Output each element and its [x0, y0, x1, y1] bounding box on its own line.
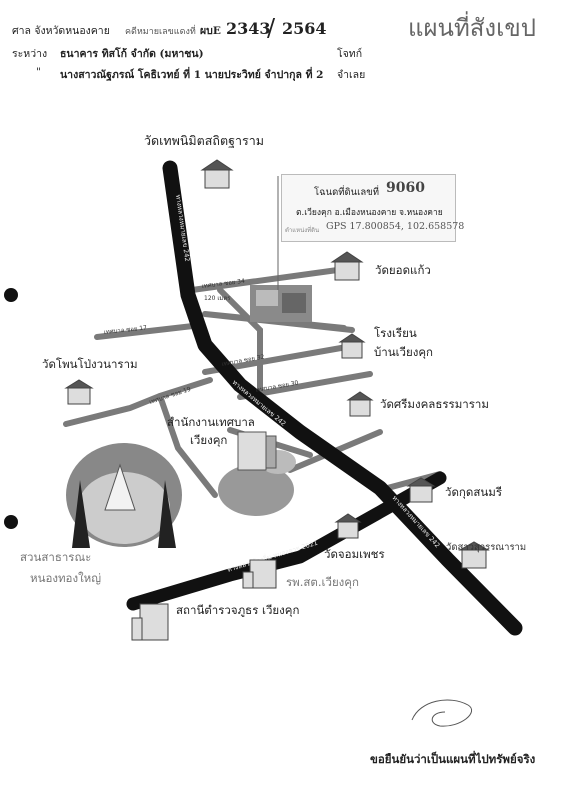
label-police: สถานีตำรวจภูธร เวียงคุก	[176, 603, 300, 617]
label-hospital: รพ.สต.เวียงคุก	[286, 575, 359, 589]
temple-icon	[406, 477, 436, 503]
soi-19-road	[63, 377, 213, 427]
page-title: แผนที่สังเขป	[408, 14, 536, 42]
label-school-1: โรงเรียน	[374, 326, 417, 340]
ditto-mark: "	[36, 66, 41, 78]
temple-icon	[346, 391, 374, 417]
gps-coordinates: GPS 17.800854, 102.658578	[326, 221, 465, 232]
temple-icon	[64, 379, 94, 405]
label-wat-thep: วัดเทพนิมิตสถิตฐาราม	[144, 133, 264, 148]
label-wat-sri: วัดศรีมงคลธรรมาราม	[380, 397, 489, 411]
gps-label: ตำแหน่งที่ดิน	[285, 227, 320, 234]
certification-text: ขอยืนยันว่าเป็นแผนที่ไปทรัพย์จริง	[370, 752, 536, 766]
highway-242	[162, 160, 523, 636]
binder-hole-top	[4, 288, 18, 302]
school-icon	[338, 333, 366, 359]
office-road	[157, 393, 218, 498]
defendant-names: นางสาวณัฐภรณ์ โคธิเวทย์ ที่ 1 นายประวิทย…	[60, 69, 324, 81]
label-office-2: เวียงคุก	[190, 433, 228, 447]
court-name: ศาล จังหวัดหนองคาย	[12, 25, 110, 37]
plaintiff-name: ธนาคาร ทิสโก้ จำกัด (มหาชน)	[60, 48, 204, 60]
label-wat-phon: วัดโพนโป่งวนาราม	[42, 357, 138, 371]
defendant-role: จำเลย	[337, 69, 366, 81]
soi-17-label: เทศบาล ซอย 17	[103, 324, 147, 336]
plaintiff-role: โจทก์	[337, 48, 363, 60]
label-wat-sao: วัดสาวสุวรรณาราม	[446, 542, 527, 553]
label-school-2: บ้านเวียงคุก	[374, 345, 434, 359]
label-park-2: หนองทองใหญ่	[30, 571, 102, 585]
case-prefix: คดีหมายเลขแดงที่	[125, 27, 196, 37]
soi-34-road	[189, 265, 355, 293]
deed-number: 9060	[386, 180, 425, 196]
distance-label: 120 เมตร	[204, 295, 231, 302]
binder-hole-bottom	[4, 515, 18, 529]
label-office-1: สำนักงานเทศบาล	[167, 415, 255, 429]
deed-location: ต.เวียงคุก อ.เมืองหนองคาย จ.หนองคาย	[296, 208, 443, 218]
local-highway-2021	[126, 471, 447, 611]
label-wat-kut: วัดกุดสนมรี	[445, 485, 502, 499]
soi-17-road	[94, 323, 196, 340]
temple-icon	[334, 513, 362, 539]
deed-label: โฉนดที่ดินเลขที่	[314, 187, 379, 198]
police-station-icon	[131, 603, 169, 641]
municipal-office-image	[218, 431, 296, 516]
temple-icon	[200, 159, 234, 189]
case-slash: /	[267, 14, 276, 42]
label-wat-yot: วัดยอดแก้ว	[375, 263, 431, 277]
temple-icon	[458, 541, 490, 569]
hospital-icon	[242, 559, 277, 589]
land-parcel	[250, 176, 312, 322]
case-number: 2343	[226, 19, 271, 38]
label-park-1: สวนสาธารณะ	[20, 550, 92, 564]
case-code: ผบE	[200, 25, 221, 37]
soi-32-lane	[217, 287, 263, 403]
land-info-box: โฉนดที่ดินเลขที่ 9060 ต.เวียงคุก อ.เมือง…	[281, 174, 464, 242]
building-icons	[64, 159, 490, 641]
park-image	[66, 443, 182, 548]
between-label: ระหว่าง	[12, 48, 48, 60]
label-wat-chom: วัดจอมเพชร	[324, 547, 385, 561]
case-year: 2564	[282, 19, 327, 38]
temple-icon	[330, 251, 364, 281]
signature-mark	[411, 699, 472, 727]
